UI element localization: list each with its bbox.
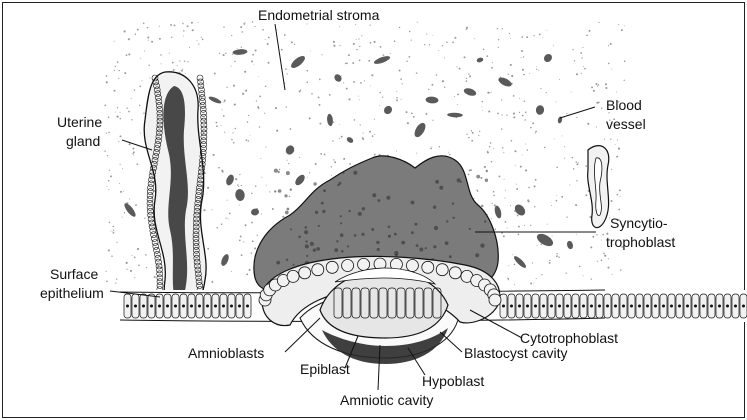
label-blastocyst-cavity: Blastocyst cavity <box>464 345 567 361</box>
label-syncytio-1: Syncytio- <box>610 215 668 231</box>
label-uterine-gland-2: gland <box>66 133 100 149</box>
label-syncytio-2: trophoblast <box>606 234 675 250</box>
label-epiblast: Epiblast <box>300 361 350 377</box>
label-surface-epithelium-1: Surface <box>50 266 98 282</box>
label-cytotrophoblast: Cytotrophoblast <box>520 330 618 346</box>
label-surface-epithelium-2: epithelium <box>40 285 104 301</box>
label-hypoblast: Hypoblast <box>422 373 484 389</box>
label-blood-vessel-1: Blood <box>606 97 642 113</box>
label-amnioblasts: Amnioblasts <box>188 345 264 361</box>
label-amniotic-cavity: Amniotic cavity <box>340 392 433 408</box>
label-blood-vessel-2: vessel <box>606 116 646 132</box>
label-uterine-gland-1: Uterine <box>57 114 102 130</box>
label-endometrial-stroma: Endometrial stroma <box>258 7 380 23</box>
